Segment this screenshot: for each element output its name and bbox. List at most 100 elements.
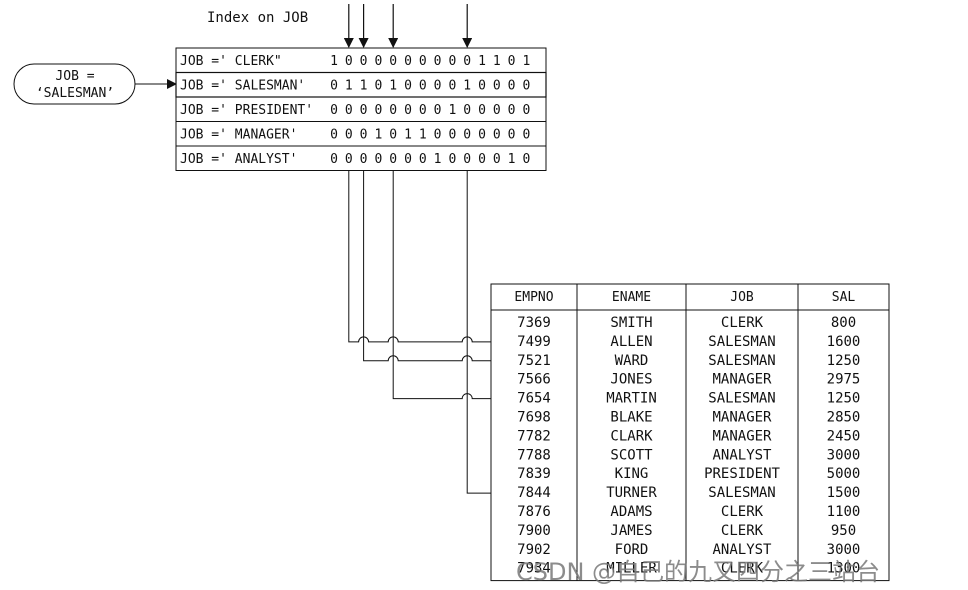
emp-cell: ANALYST (712, 542, 772, 558)
bitmap-bit: 0 (493, 152, 501, 167)
bitmap-bit: 0 (448, 79, 456, 94)
bitmap-bit: 0 (478, 103, 486, 118)
emp-cell: 1300 (827, 561, 861, 577)
emp-cell: ANALYST (712, 447, 772, 463)
bitmap-bit: 0 (404, 79, 412, 94)
emp-cell: 7369 (517, 315, 551, 331)
emp-cell: 1250 (827, 353, 861, 369)
bitmap-row-label: JOB =' CLERK" (180, 54, 282, 69)
bitmap-bit: 0 (434, 79, 442, 94)
emp-cell: FORD (615, 542, 649, 558)
bitmap-bit: 0 (360, 152, 368, 167)
bitmap-bit: 0 (360, 54, 368, 69)
selected-row-outline (175, 71, 547, 98)
bitmap-bit: 0 (508, 103, 516, 118)
bitmap-outline (175, 47, 547, 171)
emp-cell: SALESMAN (708, 485, 775, 501)
bitmap-bit: 0 (419, 54, 427, 69)
bitmap-bit: 1 (419, 128, 427, 143)
bitmap-bit: 0 (389, 103, 397, 118)
emp-cell: MANAGER (712, 372, 772, 388)
bitmap-bit: 0 (360, 103, 368, 118)
bitmap-bit: 0 (374, 103, 382, 118)
emp-cell: CLERK (721, 315, 764, 331)
bitmap-bit: 1 (478, 54, 486, 69)
emp-cell: SALESMAN (708, 391, 775, 407)
bitmap-bit: 0 (434, 54, 442, 69)
emp-cell: 1250 (827, 391, 861, 407)
rowid-connectors (348, 170, 508, 499)
bitmap-bit: 0 (448, 128, 456, 143)
bitmap-bit: 0 (330, 128, 338, 143)
emp-cell: 7876 (517, 504, 551, 520)
bitmap-bit: 0 (522, 103, 530, 118)
bitmap-row-label: JOB =' ANALYST' (180, 152, 297, 167)
emp-cell: SALESMAN (708, 353, 775, 369)
bitmap-bit: 0 (404, 152, 412, 167)
emp-cell: MANAGER (712, 410, 772, 426)
bitmap-bit: 0 (478, 152, 486, 167)
rowid-connector (348, 170, 508, 347)
emp-cell: JAMES (610, 523, 652, 539)
emp-header-cell: EMPNO (514, 290, 553, 305)
bitmap-bit: 1 (389, 79, 397, 94)
bitmap-bit: 0 (448, 152, 456, 167)
bitmap-bit: 0 (374, 54, 382, 69)
bitmap-bit: 0 (522, 152, 530, 167)
watermark: CSDN @自己的九又四分之三站台 (516, 558, 881, 586)
rowid-connector (392, 170, 508, 404)
bitmap-bit: 0 (463, 54, 471, 69)
bitmap-bit: 1 (360, 79, 368, 94)
bitmap-bit: 0 (345, 152, 353, 167)
bitmap-bit: 0 (434, 103, 442, 118)
emp-header-cell: SAL (832, 290, 856, 305)
bitmap-bit: 0 (404, 103, 412, 118)
emp-cell: 2975 (827, 372, 861, 388)
emp-cell: 3000 (827, 542, 861, 558)
bitmap-bit: 0 (419, 152, 427, 167)
bitmap-bit: 0 (330, 103, 338, 118)
emp-cell: 7521 (517, 353, 551, 369)
emp-cell: CLERK (721, 561, 764, 577)
emp-cell: 1500 (827, 485, 861, 501)
bitmap-row-label: JOB =' SALESMAN' (180, 79, 305, 94)
bitmap-bit: 0 (434, 128, 442, 143)
bitmap-bit: 0 (478, 79, 486, 94)
emp-cell: BLAKE (610, 410, 652, 426)
bitmap-bit: 0 (463, 152, 471, 167)
top-arrows (343, 4, 473, 48)
emp-cell: 7934 (517, 561, 551, 577)
emp-cell: 2450 (827, 428, 861, 444)
bitmap-bit: 0 (448, 54, 456, 69)
bitmap-bit: 1 (374, 128, 382, 143)
bitmap-bit: 0 (508, 54, 516, 69)
bitmap-row-label: JOB =' MANAGER' (180, 128, 297, 143)
emp-cell: TURNER (606, 485, 657, 501)
emp-cell: 7788 (517, 447, 551, 463)
emp-cell: SALESMAN (708, 334, 775, 350)
bitmap-bit: 0 (345, 128, 353, 143)
emp-cell: 1100 (827, 504, 861, 520)
emp-cell: KING (615, 466, 649, 482)
emp-cell: ADAMS (610, 504, 652, 520)
bitmap-bit: 0 (463, 128, 471, 143)
emp-cell: MILLER (606, 561, 657, 577)
emp-cell: 7499 (517, 334, 551, 350)
emp-cell: JONES (610, 372, 652, 388)
emp-cell: PRESIDENT (704, 466, 780, 482)
bitmap-bit: 0 (508, 128, 516, 143)
emp-cell: 1600 (827, 334, 861, 350)
rowid-connector (363, 170, 508, 366)
emp-cell: 7902 (517, 542, 551, 558)
emp-cell: 5000 (827, 466, 861, 482)
emp-cell: SMITH (610, 315, 652, 331)
bitmap-bit: 0 (419, 103, 427, 118)
index-title: Index on JOB (207, 10, 308, 26)
emp-cell: WARD (615, 353, 649, 369)
bitmap-bit: 1 (434, 152, 442, 167)
emp-cell: MANAGER (712, 428, 772, 444)
emp-cell: 7782 (517, 428, 551, 444)
